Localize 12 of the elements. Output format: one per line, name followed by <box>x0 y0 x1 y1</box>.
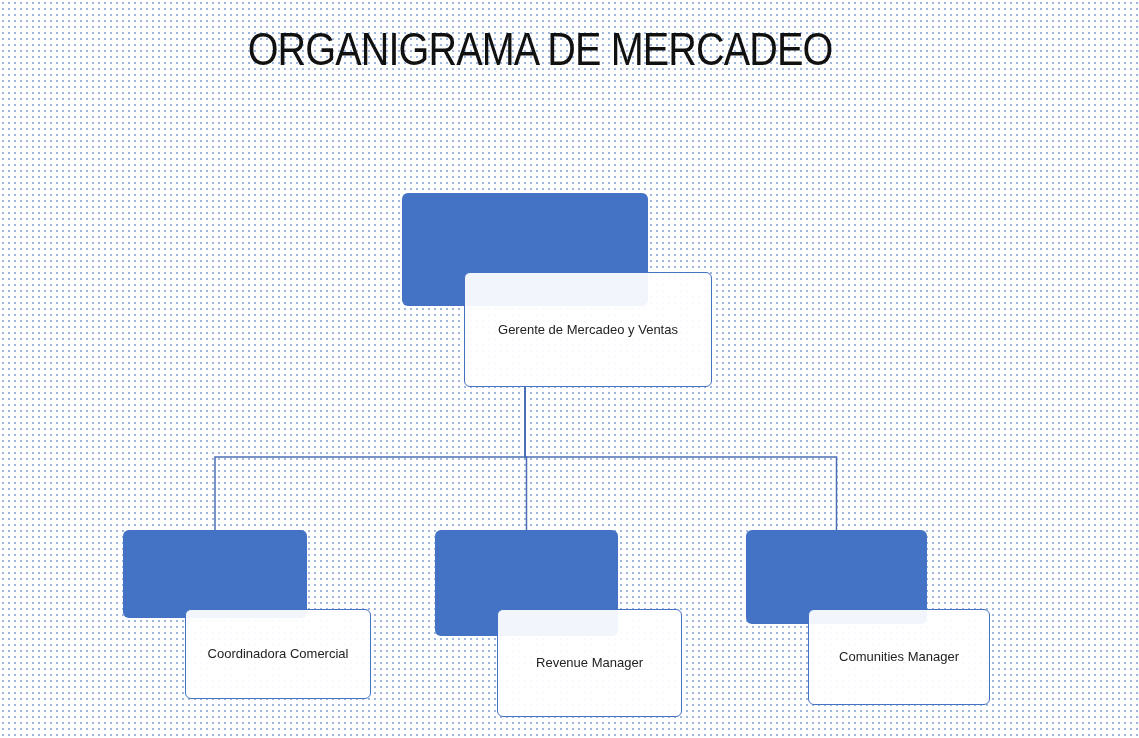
position-card <box>464 272 712 387</box>
position-card <box>185 609 371 699</box>
position-title: Coordinadora Comercial <box>206 645 350 663</box>
connector-line <box>524 386 838 531</box>
position-title: Revenue Manager <box>535 654 644 672</box>
position-card <box>808 609 990 705</box>
header-block <box>123 530 307 618</box>
position-title: Gerente de Mercadeo y Ventas <box>497 320 679 339</box>
position-title: Comunities Manager <box>838 648 960 666</box>
position-card <box>497 609 682 717</box>
header-block <box>746 530 927 624</box>
diagram-title: ORGANIGRAMA DE MERCADEO <box>247 22 833 76</box>
